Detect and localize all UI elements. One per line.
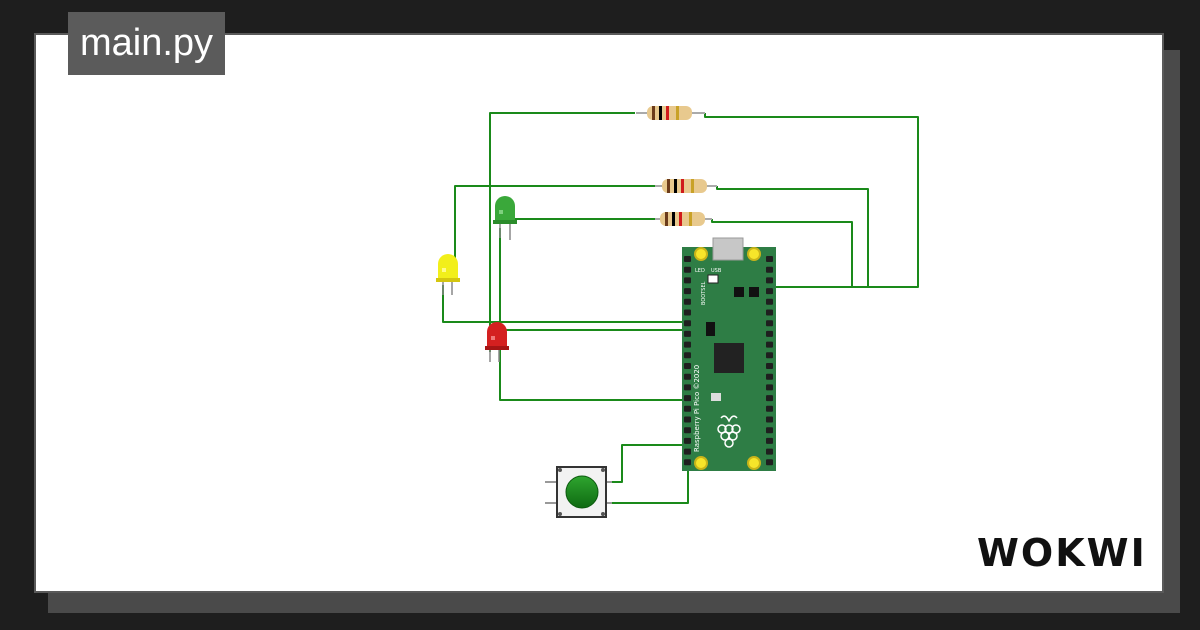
header-pin — [766, 384, 773, 391]
header-pin — [766, 266, 773, 273]
header-pin — [766, 277, 773, 284]
header-pin — [684, 256, 691, 262]
header-pin — [684, 352, 691, 359]
header-pin — [684, 437, 691, 444]
header-pin — [684, 330, 691, 337]
header-pin — [684, 320, 691, 327]
pins-right — [766, 256, 773, 466]
header-pin — [684, 416, 691, 423]
header-pin — [766, 256, 773, 262]
bootsel-label: BOOTSEL — [701, 281, 707, 305]
resistor-1 — [636, 106, 705, 120]
wire-resistor-3 — [514, 218, 655, 222]
header-pin — [766, 363, 773, 369]
pushbutton[interactable] — [545, 466, 612, 518]
header-pin — [684, 405, 691, 412]
header-pin — [766, 459, 773, 466]
header-pin — [766, 427, 773, 434]
header-pin — [766, 352, 773, 359]
resistor-3 — [655, 212, 712, 226]
wokwi-logo: WOKWI — [977, 531, 1147, 575]
header-pin — [684, 309, 691, 316]
wire-resistor-3-right — [711, 219, 853, 287]
header-pin — [766, 416, 773, 423]
red-led — [485, 322, 509, 362]
header-pin — [766, 298, 773, 305]
header-pin — [684, 266, 691, 273]
led-label: LED — [695, 268, 705, 274]
file-tab[interactable]: main.py — [68, 12, 226, 75]
raspberry-pi-pico: USB LED Raspberry Pi Pico ©2020 BOOTSEL — [682, 237, 776, 471]
header-pin — [766, 373, 773, 380]
header-pin — [684, 459, 691, 466]
raspberry-logo — [717, 415, 741, 448]
header-pin — [684, 298, 691, 305]
header-pin — [684, 384, 691, 391]
header-pin — [684, 363, 691, 369]
pins-left — [684, 256, 691, 466]
header-pin — [766, 341, 773, 348]
header-pin — [766, 320, 773, 327]
header-pin — [684, 395, 691, 402]
wokwi-logo-text: WOKWI — [977, 531, 1147, 575]
header-pin — [684, 277, 691, 284]
header-pin — [684, 288, 691, 295]
wire-green-led — [499, 228, 690, 401]
header-pin — [684, 373, 691, 380]
green-led — [493, 196, 517, 240]
header-pin — [684, 448, 691, 455]
header-pin — [766, 395, 773, 402]
header-pin — [766, 330, 773, 337]
header-pin — [684, 341, 691, 348]
header-pin — [766, 309, 773, 316]
usb-label: USB — [711, 268, 722, 274]
wires — [442, 112, 919, 504]
wire-resistor-2 — [454, 185, 655, 270]
header-pin — [766, 448, 773, 455]
wire-resistor-1 — [489, 112, 635, 352]
header-pin — [684, 427, 691, 434]
wire-yellow-led — [442, 285, 690, 323]
header-pin — [766, 288, 773, 295]
header-pin — [766, 437, 773, 444]
resistor-2 — [655, 179, 717, 193]
header-pin — [766, 405, 773, 412]
wire-resistor-2-right — [716, 186, 869, 287]
wire-button-bottom — [610, 470, 689, 504]
board-name-label: Raspberry Pi Pico ©2020 — [693, 365, 701, 452]
yellow-led — [436, 254, 460, 295]
wire-button-top — [610, 444, 690, 483]
